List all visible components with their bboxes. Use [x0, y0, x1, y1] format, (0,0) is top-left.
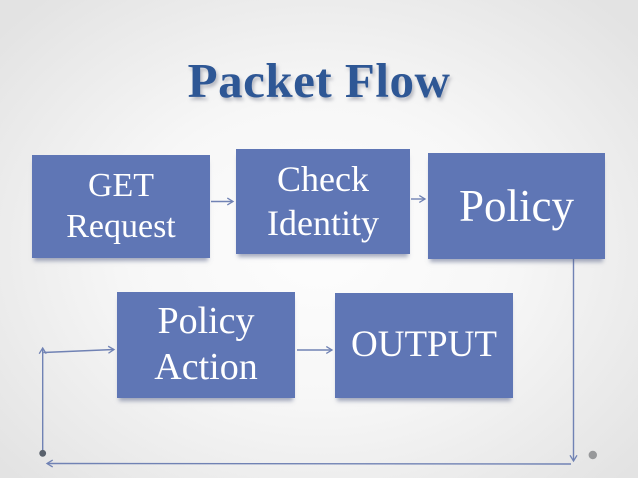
flow-box-policy: Policy [428, 153, 605, 259]
box-label-line: Policy [458, 181, 574, 231]
box-label-line: Request [66, 207, 176, 245]
box-label-line: Action [154, 346, 258, 388]
box-label-line: Check [277, 159, 369, 200]
flow-box-output: OUTPUT [335, 293, 513, 398]
box-label-line: GET [87, 166, 155, 204]
flow-box-check-identity: Check Identity [236, 149, 410, 254]
flow-box-get-request: GET Request [32, 155, 210, 258]
arrow-corner-to-action [43, 350, 115, 353]
corner-decorative-dot [588, 450, 597, 460]
line-bottom-right-to-left [47, 464, 572, 465]
box-label-line: OUTPUT [351, 324, 497, 366]
junction-dot [39, 449, 47, 457]
flow-box-policy-action: Policy Action [117, 292, 295, 398]
box-label-line: Identity [267, 202, 379, 243]
slide-title: Packet Flow [187, 53, 451, 108]
box-label-line: Policy [157, 300, 255, 343]
